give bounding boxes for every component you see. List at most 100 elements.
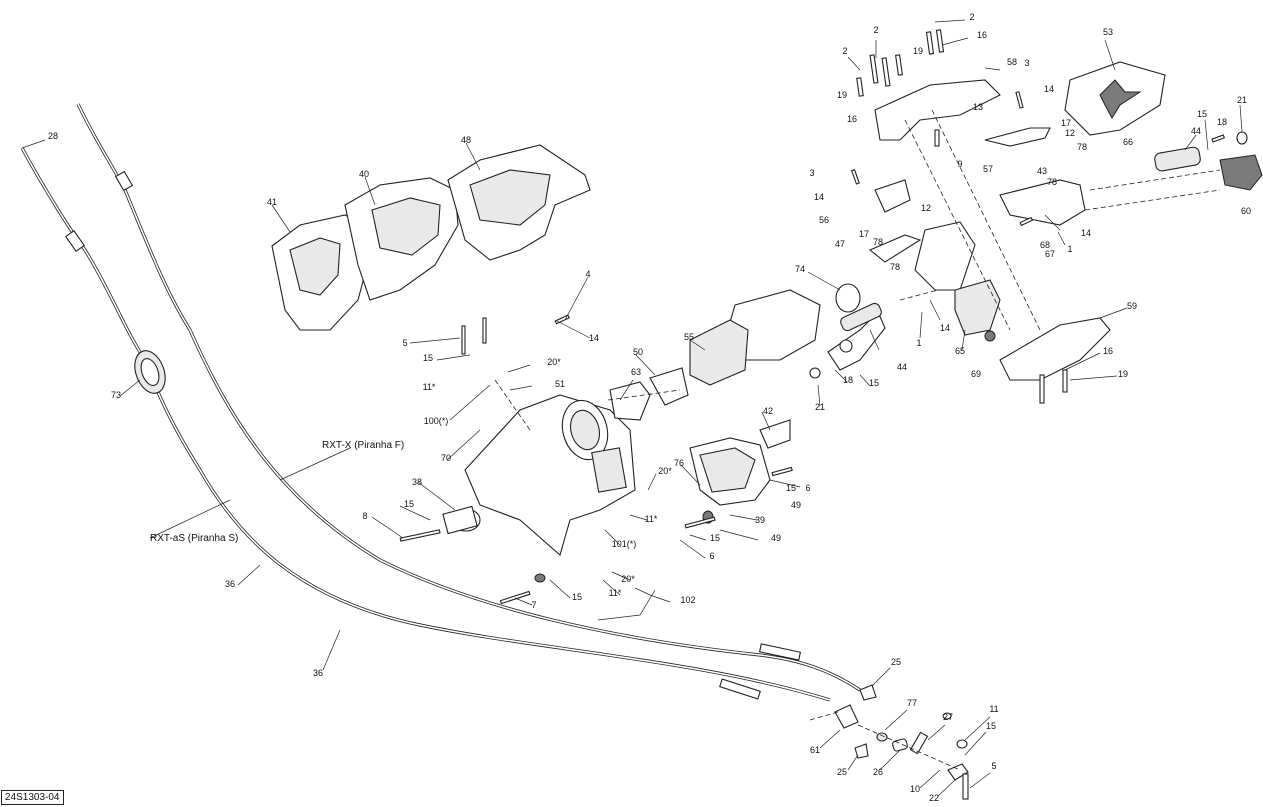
diagram-id: 24S1303-04 — [1, 790, 64, 805]
callout-label: 39 — [755, 515, 765, 525]
callout-label: 17 — [859, 229, 869, 239]
callout-label: 22 — [929, 793, 939, 803]
callout-label: 6 — [709, 551, 714, 561]
callout-label: 15 — [404, 499, 414, 509]
callout-label: 48 — [461, 135, 471, 145]
callout-label: 61 — [810, 745, 820, 755]
callout-label: 16 — [1103, 346, 1113, 356]
callout-label: 63 — [631, 367, 641, 377]
callout-label: 58 — [1007, 57, 1017, 67]
callout-label: 60 — [1241, 206, 1251, 216]
callout-label: 56 — [819, 215, 829, 225]
callout-label: 73 — [111, 390, 121, 400]
callout-label: 100(*) — [424, 416, 449, 426]
callout-label: 2 — [969, 12, 974, 22]
callout-label: 10 — [910, 784, 920, 794]
callout-label: 20* — [547, 357, 561, 367]
callout-label: 14 — [814, 192, 824, 202]
callout-label: 16 — [977, 30, 987, 40]
assembly-guides — [494, 109, 1221, 431]
callout-label: 25 — [891, 657, 901, 667]
callout-label: 15 — [869, 378, 879, 388]
callout-label: 50 — [633, 347, 643, 357]
callout-label: 20* — [658, 466, 672, 476]
callout-label: 1 — [1067, 244, 1072, 254]
callout-label: 16 — [847, 114, 857, 124]
cable-end-hardware — [809, 684, 969, 800]
steering-housing-assembly — [442, 283, 886, 583]
callout-label: 101(*) — [612, 539, 637, 549]
callout-label: 36 — [225, 579, 235, 589]
callout-label: 15 — [710, 533, 720, 543]
callout-label: 12 — [1065, 128, 1075, 138]
callout-label: 36 — [313, 668, 323, 678]
callout-label: 102 — [680, 595, 695, 605]
callout-label: 14 — [589, 333, 599, 343]
callout-label: 49 — [791, 500, 801, 510]
callout-label: 15 — [572, 592, 582, 602]
callout-label: 44 — [897, 362, 907, 372]
callout-label: 25 — [837, 767, 847, 777]
callout-label: 41 — [267, 197, 277, 207]
callout-label: 8 — [362, 511, 367, 521]
callout-label: 21 — [1237, 95, 1247, 105]
callout-label: 9 — [957, 159, 962, 169]
callout-label: 76 — [674, 458, 684, 468]
callout-label: 3 — [809, 168, 814, 178]
callout-label: 11 — [989, 704, 998, 714]
callout-label: 19 — [1118, 369, 1128, 379]
callout-label: 57 — [983, 164, 993, 174]
callout-label: 1 — [916, 338, 921, 348]
callout-label: 28 — [48, 131, 58, 141]
callout-label: 26 — [873, 767, 883, 777]
callout-label: 11* — [423, 382, 436, 392]
callout-label: 15 — [786, 483, 796, 493]
callout-label: 19 — [837, 90, 847, 100]
callout-label: 14 — [940, 323, 950, 333]
callout-label: 59 — [1127, 301, 1137, 311]
callout-label: 19 — [913, 46, 923, 56]
callout-label: 15 — [1197, 109, 1207, 119]
callout-label: 49 — [771, 533, 781, 543]
callout-label: 77 — [907, 698, 917, 708]
callout-label: 40 — [359, 169, 369, 179]
callout-label: 12 — [921, 203, 931, 213]
callout-label: 7 — [531, 600, 536, 610]
callout-label: 65 — [955, 346, 965, 356]
callout-label: 78 — [873, 237, 883, 247]
callout-label: RXT-aS (Piranha S) — [150, 533, 238, 544]
callout-label: 70 — [441, 453, 451, 463]
callout-label: 38 — [412, 477, 422, 487]
callout-label: 78 — [1047, 177, 1057, 187]
callout-label: 4 — [585, 269, 590, 279]
callout-label: 11* — [609, 588, 622, 598]
callout-label: 68 — [1040, 240, 1050, 250]
callout-label: 3 — [1024, 58, 1029, 68]
callout-label: 2 — [842, 46, 847, 56]
callout-label: 42 — [763, 406, 773, 416]
callout-label: 55 — [684, 332, 694, 342]
leader-lines — [21, 19, 1243, 797]
callout-label: 53 — [1103, 27, 1113, 37]
callout-label: 5 — [991, 761, 996, 771]
callout-label: 13 — [973, 102, 983, 112]
callout-label: 20* — [621, 574, 635, 584]
callout-label: RXT-X (Piranha F) — [322, 440, 404, 451]
callout-label: 27 — [943, 712, 953, 722]
callout-label: 67 — [1045, 249, 1055, 259]
callout-label: 47 — [835, 239, 845, 249]
callout-label: 44 — [1191, 126, 1201, 136]
cable-assembly — [20, 103, 861, 702]
callout-label: 2 — [873, 25, 878, 35]
callout-label: 15 — [986, 721, 996, 731]
callout-label: 69 — [971, 369, 981, 379]
callout-label: 21 — [815, 402, 825, 412]
callout-label: 78 — [890, 262, 900, 272]
callout-label: 66 — [1123, 137, 1133, 147]
callout-label: 14 — [1044, 84, 1054, 94]
callout-label: 74 — [795, 264, 805, 274]
callout-label: 15 — [423, 353, 433, 363]
